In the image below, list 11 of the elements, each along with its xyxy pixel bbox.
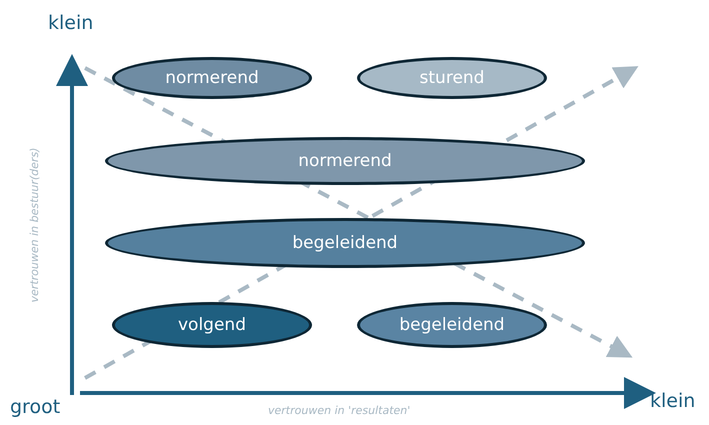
axis-title: vertrouwen in 'resultaten': [268, 404, 410, 417]
ellipse-node: normerend: [112, 57, 312, 99]
axis-end-label: groot: [10, 396, 60, 418]
ellipse-node: sturend: [357, 57, 547, 99]
ellipse-node: normerend: [105, 137, 585, 185]
axis-title: vertrouwen in bestuur(ders): [28, 148, 41, 302]
ellipse-node: volgend: [112, 302, 312, 348]
ellipse-node: begeleidend: [105, 218, 585, 268]
ellipse-node: begeleidend: [357, 302, 547, 348]
axis-end-label: klein: [48, 12, 94, 34]
axis-end-label: klein: [650, 390, 696, 412]
